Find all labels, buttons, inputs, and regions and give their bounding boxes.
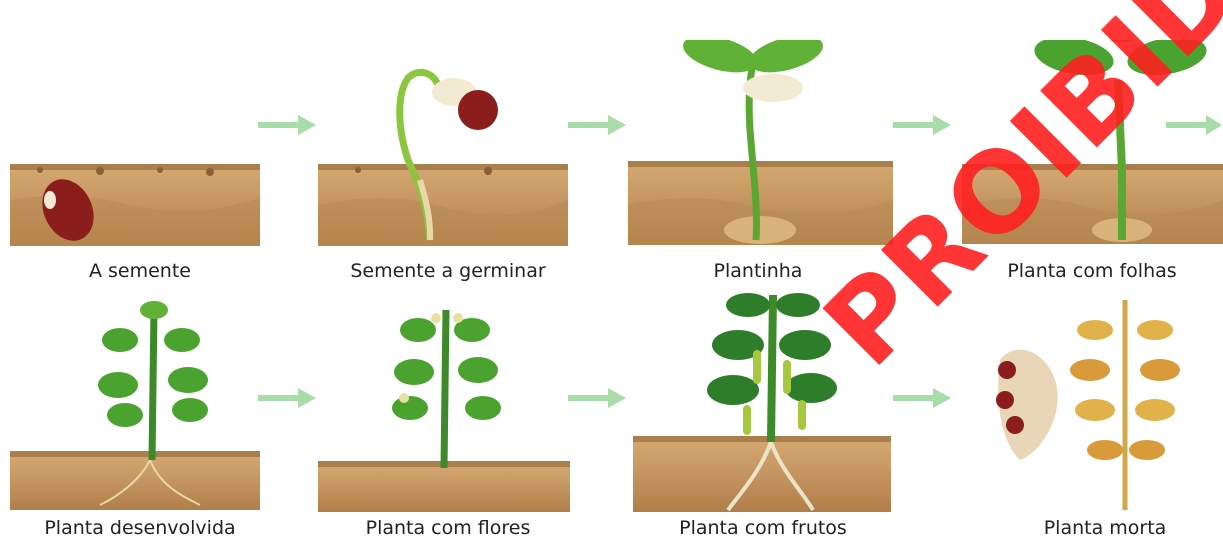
seed-illustration — [10, 164, 260, 246]
stage-label: Semente a germinar — [350, 260, 546, 282]
stage-label: Planta com flores — [365, 517, 531, 539]
stage-label: Planta com folhas — [1007, 260, 1177, 282]
seedling-illustration — [628, 40, 893, 245]
stage-label: Planta morta — [1043, 517, 1167, 539]
arrow-right-icon — [258, 115, 316, 135]
fruiting-plant-illustration — [633, 293, 891, 512]
dead-plant-illustration — [996, 300, 1180, 510]
arrow-right-icon — [1166, 115, 1222, 135]
flowering-plant-illustration — [318, 309, 570, 512]
arrow-right-icon — [893, 388, 951, 408]
stage-flowering: Planta com flores — [318, 300, 578, 540]
stage-dead: Planta morta — [975, 290, 1223, 539]
germinating-seed-illustration — [318, 68, 568, 246]
arrow-right-icon — [893, 115, 951, 135]
stage-label: Planta desenvolvida — [44, 517, 236, 539]
stage-developed: Planta desenvolvida — [10, 300, 270, 540]
cropped-title-fragment — [0, 0, 1223, 10]
stage-label: Planta com frutos — [679, 517, 847, 539]
arrow-right-icon — [568, 115, 626, 135]
plant-with-leaves-illustration — [962, 40, 1223, 244]
developed-plant-illustration — [10, 301, 260, 510]
stage-label: A semente — [88, 260, 191, 282]
stage-label: Plantinha — [713, 260, 803, 282]
stage-fruiting: Planta com frutos — [633, 290, 893, 539]
stage-germinating: Semente a germinar — [318, 40, 578, 282]
stage-seed: A semente — [10, 40, 270, 282]
arrow-right-icon — [568, 388, 626, 408]
arrow-right-icon — [258, 388, 316, 408]
stage-leaves: Planta com folhas — [962, 40, 1223, 282]
stage-seedling: Plantinha — [628, 40, 893, 282]
